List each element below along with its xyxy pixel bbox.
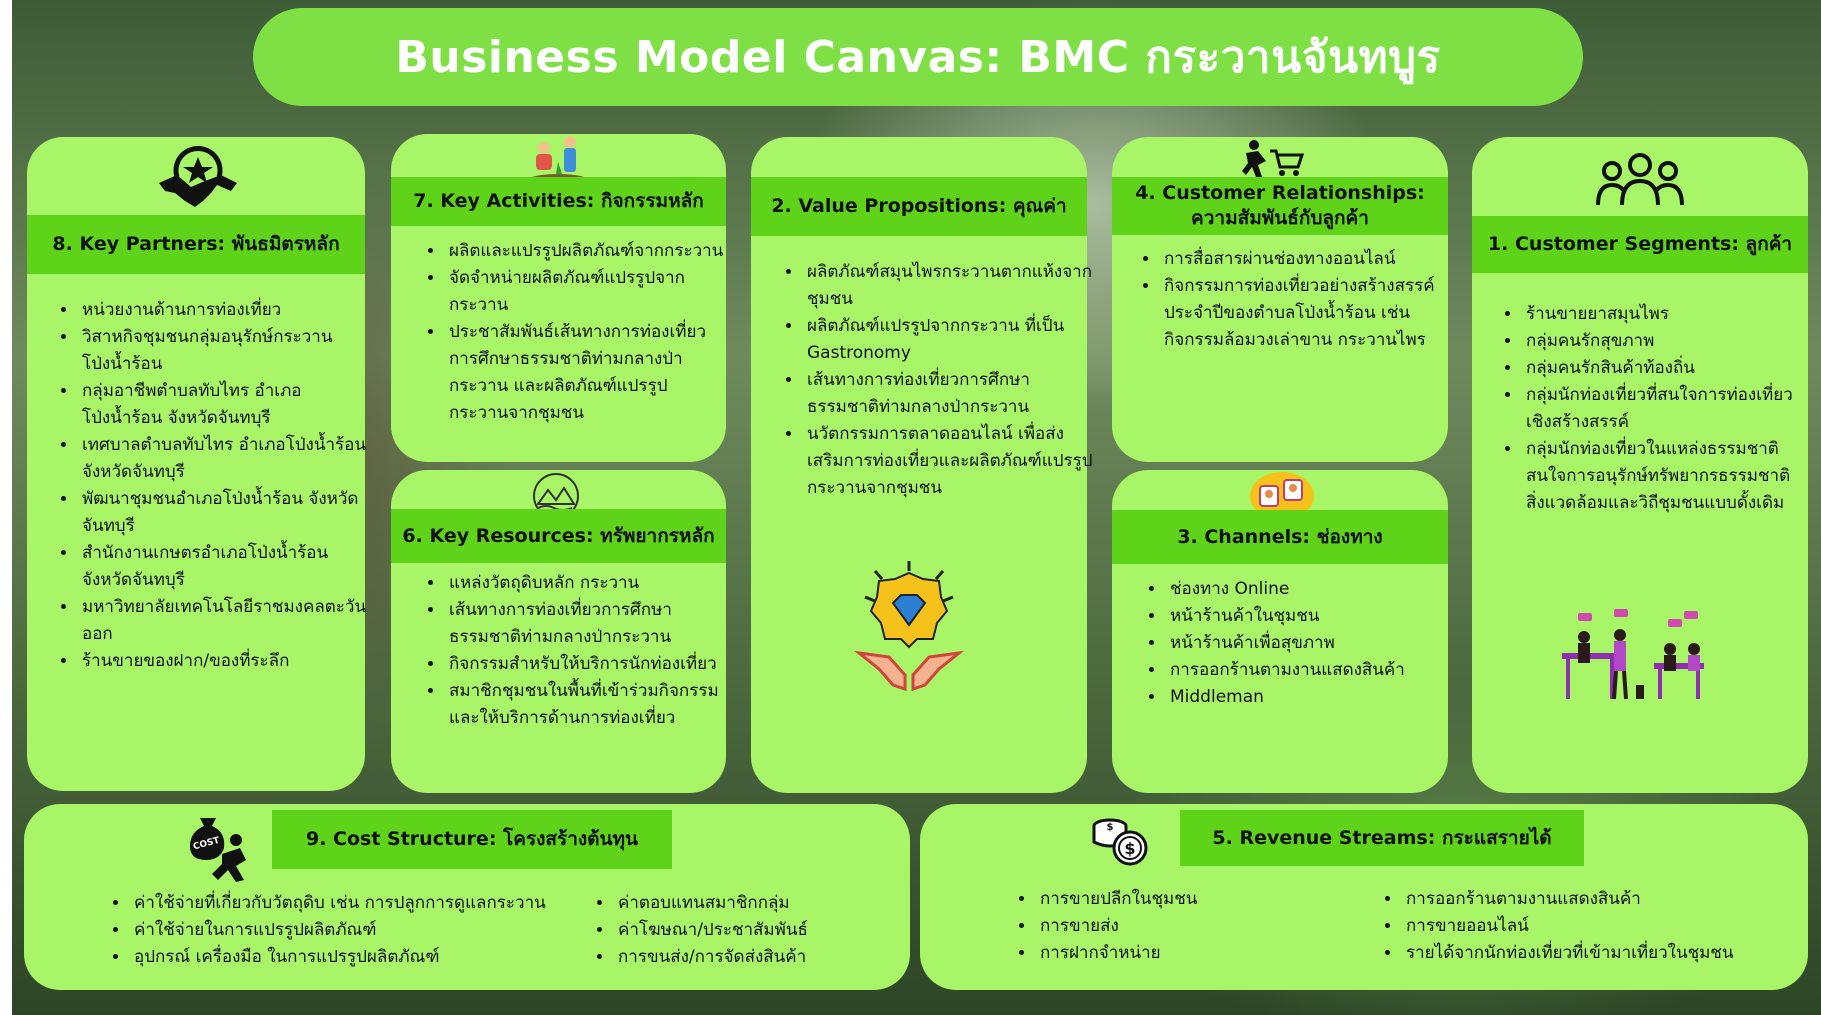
list-item: การออกร้านตามงานแสดงสินค้า: [1402, 886, 1821, 913]
handshake-star-icon: [159, 145, 237, 207]
list-item: การฝากจำหน่าย: [1036, 940, 1376, 967]
list-item: การขายปลีกในชุมชน: [1036, 886, 1376, 913]
people-meeting-illustration: [1562, 609, 1704, 700]
list-item: ค่าตอบแทนสมาชิกกลุ่ม: [614, 890, 914, 917]
list-item: ค่าใช้จ่ายในการแปรรูปผลิตภัณฑ์: [130, 917, 610, 944]
list-item: หน่วยงานด้านการท่องเที่ยว: [78, 297, 368, 324]
channels-list: ช่องทาง Online หน้าร้านค้าในชุมชน หน้าร้…: [1140, 576, 1456, 711]
key-activities-heading: 7. Key Activities: กิจกรรมหลัก: [391, 177, 726, 226]
list-item: ประชาสัมพันธ์เส้นทางการท่องเที่ยวการศึกษ…: [445, 319, 725, 427]
list-item: ค่าโฆษณา/ประชาสัมพันธ์: [614, 917, 914, 944]
list-item: Middleman: [1166, 684, 1456, 711]
cost-bag-runner-icon: COST: [190, 818, 246, 882]
list-item: พัฒนาชุมชนอำเภอโป่งน้ำร้อน จังหวัดจันทบุ…: [78, 486, 368, 540]
list-item: สำนักงานเกษตรอำเภอโป่งน้ำร้อน จังหวัดจัน…: [78, 540, 368, 594]
list-item: แหล่งวัตถุดิบหลัก กระวาน: [445, 570, 727, 597]
list-item: กลุ่มนักท่องเที่ยวในแหล่งธรรมชาติ สนใจกา…: [1522, 436, 1812, 517]
people-group-icon: [1596, 153, 1684, 206]
list-item: วิสาหกิจชุมชนกลุ่มอนุรักษ์กระวานโป่งน้ำร…: [78, 324, 368, 378]
list-item: ผลิตภัณฑ์แปรรูปจากกระวาน ที่เป็น Gastron…: [803, 313, 1093, 367]
svg-text:$: $: [1124, 839, 1135, 858]
hands-diamond-icon: [853, 561, 965, 692]
list-item: กิจกรรมการท่องเที่ยวอย่างสร้างสรรค์ประจำ…: [1160, 273, 1452, 354]
left-margin: [0, 0, 12, 1015]
list-item: กลุ่มนักท่องเที่ยวที่สนใจการท่องเที่ยวเช…: [1522, 382, 1812, 436]
key-activities-card: 7. Key Activities: กิจกรรมหลัก ผลิตและแป…: [391, 134, 726, 462]
list-item: การขายออนไลน์: [1402, 913, 1821, 940]
list-item: การออกร้านตามงานแสดงสินค้า: [1166, 657, 1456, 684]
svg-text:$: $: [1107, 822, 1114, 833]
customer-relationships-card: 4. Customer Relationships: ความสัมพันธ์ก…: [1112, 137, 1448, 462]
list-item: มหาวิทยาลัยเทคโนโลยีราชมงคลตะวันออก: [78, 594, 368, 648]
list-item: กิจกรรมสำหรับให้บริการนักท่องเที่ยว: [445, 651, 727, 678]
cost-structure-heading: 9. Cost Structure: โครงสร้างต้นทุน: [272, 810, 672, 869]
key-resources-heading: 6. Key Resources: ทรัพยากรหลัก: [391, 509, 726, 563]
key-partners-heading: 8. Key Partners: พันธมิตรหลัก: [27, 215, 365, 274]
list-item: หน้าร้านค้าในชุมชน: [1166, 603, 1456, 630]
channels-heading: 3. Channels: ช่องทาง: [1112, 510, 1448, 564]
list-item: จัดจำหน่ายผลิตภัณฑ์แปรรูปจากกระวาน: [445, 265, 725, 319]
list-item: สมาชิกชุมชนในพื้นที่เข้าร่วมกิจกรรม และใ…: [445, 678, 727, 732]
revenue-streams-list-right: การออกร้านตามงานแสดงสินค้า การขายออนไลน์…: [1376, 886, 1821, 967]
key-partners-card: 8. Key Partners: พันธมิตรหลัก หน่วยงานด้…: [27, 137, 368, 791]
list-item: กลุ่มอาชีพตำบลทับไทร อำเภอโป่งน้ำร้อน จั…: [78, 378, 368, 432]
list-item: การขนส่ง/การจัดส่งสินค้า: [614, 944, 914, 971]
list-item: ร้านขายยาสมุนไพร: [1522, 301, 1812, 328]
value-propositions-heading: 2. Value Propositions: คุณค่า: [751, 177, 1087, 236]
key-activities-list: ผลิตและแปรรูปผลิตภัณฑ์จากกระวาน จัดจำหน่…: [419, 238, 725, 427]
value-propositions-list: ผลิตภัณฑ์สมุนไพรกระวานตากแห้งจากชุมชน ผล…: [777, 259, 1093, 502]
list-item: เทศบาลตำบลทับไทร อำเภอโป่งน้ำร้อน จังหวั…: [78, 432, 368, 486]
revenue-streams-list-left: การขายปลีกในชุมชน การขายส่ง การฝากจำหน่า…: [1010, 886, 1376, 967]
list-item: เส้นทางการท่องเที่ยวการศึกษาธรรมชาติท่าม…: [803, 367, 1093, 421]
key-partners-list: หน่วยงานด้านการท่องเที่ยว วิสาหกิจชุมชนก…: [52, 297, 368, 675]
revenue-streams-card: $ $ 5. Revenue Streams: กระแสรายได้ การข…: [920, 804, 1808, 990]
customer-segments-heading: 1. Customer Segments: ลูกค้า: [1472, 216, 1808, 273]
list-item: การสื่อสารผ่านช่องทางออนไลน์: [1160, 246, 1452, 273]
list-item: การขายส่ง: [1036, 913, 1376, 940]
list-item: ผลิตภัณฑ์สมุนไพรกระวานตากแห้งจากชุมชน: [803, 259, 1093, 313]
list-item: ค่าใช้จ่ายที่เกี่ยวกับวัตถุดิบ เช่น การป…: [130, 890, 610, 917]
cost-structure-card: COST 9. Cost Structure: โครงสร้างต้นทุน …: [24, 804, 910, 990]
key-resources-list: แหล่งวัตถุดิบหลัก กระวาน เส้นทางการท่องเ…: [419, 570, 727, 732]
list-item: รายได้จากนักท่องเที่ยวที่เข้ามาเที่ยวในช…: [1402, 940, 1821, 967]
list-item: นวัตกรรมการตลาดออนไลน์ เพื่อส่งเสริมการท…: [803, 421, 1093, 502]
list-item: ช่องทาง Online: [1166, 576, 1456, 603]
list-item: หน้าร้านค้าเพื่อสุขภาพ: [1166, 630, 1456, 657]
revenue-streams-heading: 5. Revenue Streams: กระแสรายได้: [1180, 810, 1584, 866]
list-item: เส้นทางการท่องเที่ยวการศึกษาธรรมชาติท่าม…: [445, 597, 727, 651]
photo-chat-bubbles-icon: [1250, 472, 1314, 520]
page-title: Business Model Canvas: BMC กระวานจันทบูร: [395, 32, 1441, 83]
list-item: อุปกรณ์ เครื่องมือ ในการแปรรูปผลิตภัณฑ์: [130, 944, 610, 971]
list-item: กลุ่มคนรักสุขภาพ: [1522, 328, 1812, 355]
shopping-cart-runner-icon: [1242, 140, 1304, 177]
list-item: กลุ่มคนรักสินค้าท้องถิ่น: [1522, 355, 1812, 382]
title-banner: Business Model Canvas: BMC กระวานจันทบูร: [253, 8, 1583, 106]
cost-structure-list-left: ค่าใช้จ่ายที่เกี่ยวกับวัตถุดิบ เช่น การป…: [104, 890, 610, 971]
value-propositions-card: 2. Value Propositions: คุณค่า ผลิตภัณฑ์ส…: [751, 137, 1093, 793]
customer-relationships-list: การสื่อสารผ่านช่องทางออนไลน์ กิจกรรมการท…: [1134, 246, 1452, 354]
customer-segments-list: ร้านขายยาสมุนไพร กลุ่มคนรักสุขภาพ กลุ่มค…: [1496, 301, 1812, 517]
list-item: ร้านขายของฝาก/ของที่ระลึก: [78, 648, 368, 675]
cost-structure-list-right: ค่าตอบแทนสมาชิกกลุ่ม ค่าโฆษณา/ประชาสัมพั…: [588, 890, 914, 971]
channels-card: 3. Channels: ช่องทาง ช่องทาง Online หน้า…: [1112, 470, 1448, 793]
customer-segments-card: 1. Customer Segments: ลูกค้า ร้านขายยาสม…: [1472, 137, 1808, 793]
key-resources-card: 6. Key Resources: ทรัพยากรหลัก แหล่งวัตถ…: [391, 470, 726, 793]
list-item: ผลิตและแปรรูปผลิตภัณฑ์จากกระวาน: [445, 238, 725, 265]
coins-dollar-icon: $ $: [1092, 818, 1148, 866]
customer-relationships-heading: 4. Customer Relationships: ความสัมพันธ์ก…: [1112, 177, 1448, 235]
